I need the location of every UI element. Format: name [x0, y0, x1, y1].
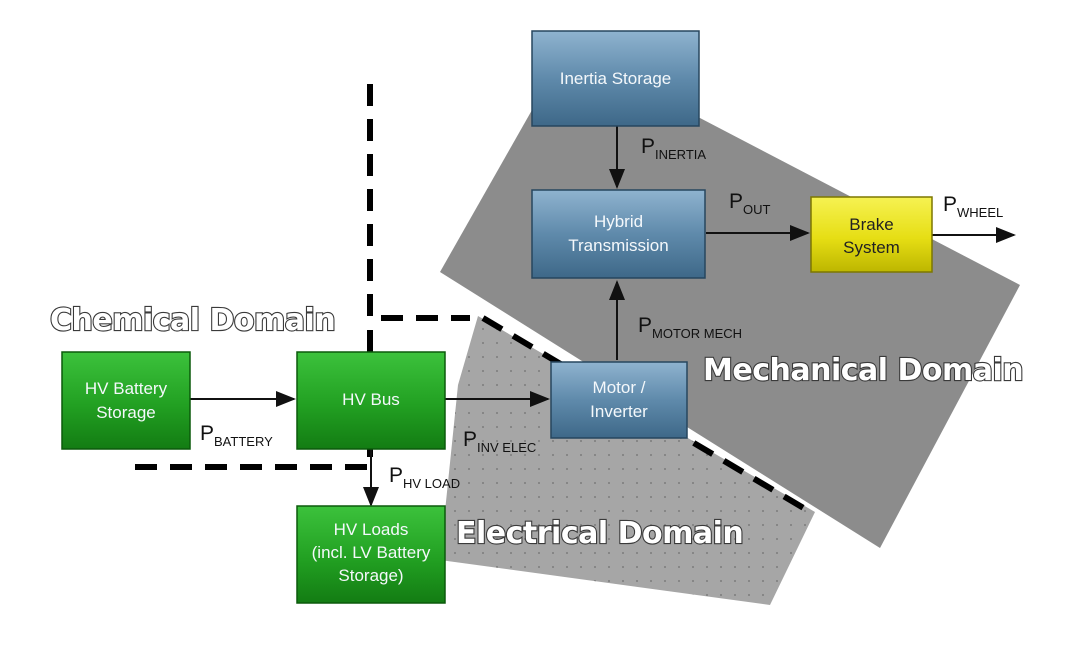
- hv-battery-storage-block: HV Battery Storage: [61, 351, 191, 450]
- hv-bus-block: HV Bus: [296, 351, 446, 450]
- hv-battery-storage-label-line2: Storage: [96, 403, 156, 422]
- p-motor-mech-label: PMOTOR MECH: [638, 314, 742, 341]
- hv-loads-label-line1: HV Loads: [334, 520, 409, 539]
- electrical-domain-region: [440, 316, 815, 605]
- power-flow-arrows: [190, 126, 1016, 507]
- hybrid-transmission-block: Hybrid Transmission: [531, 189, 706, 279]
- inertia-storage-label: Inertia Storage: [560, 69, 672, 88]
- hybrid-transmission-label-line1: Hybrid: [594, 212, 643, 231]
- motor-inverter-label-line2: Inverter: [590, 402, 648, 421]
- hv-bus-label: HV Bus: [342, 390, 400, 409]
- p-inv-elec-label: PINV ELEC: [463, 428, 536, 455]
- mechanical-domain-title: Mechanical Domain: [703, 353, 1023, 388]
- brake-system-label-line1: Brake: [849, 215, 893, 234]
- hv-loads-block: HV Loads (incl. LV Battery Storage): [296, 505, 446, 604]
- p-hv-load-label: PHV LOAD: [389, 464, 460, 491]
- motor-inverter-block: Motor / Inverter: [550, 361, 688, 439]
- p-inertia-label: PINERTIA: [641, 135, 706, 162]
- hv-loads-label-line3: Storage): [338, 566, 403, 585]
- brake-system-label-line2: System: [843, 238, 900, 257]
- chemical-domain-title: Chemical Domain: [50, 303, 335, 338]
- p-wheel-label: PWHEEL: [943, 193, 1003, 220]
- motor-inverter-label-line1: Motor /: [593, 378, 646, 397]
- brake-system-block: Brake System: [810, 196, 933, 273]
- hybrid-transmission-label-line2: Transmission: [568, 236, 668, 255]
- hv-battery-storage-label-line1: HV Battery: [85, 379, 168, 398]
- hv-loads-label-line2: (incl. LV Battery: [312, 543, 431, 562]
- electrical-domain-title: Electrical Domain: [456, 516, 743, 551]
- p-out-label: POUT: [729, 190, 771, 217]
- inertia-storage-block: Inertia Storage: [531, 30, 700, 127]
- p-battery-label: PBATTERY: [200, 422, 273, 449]
